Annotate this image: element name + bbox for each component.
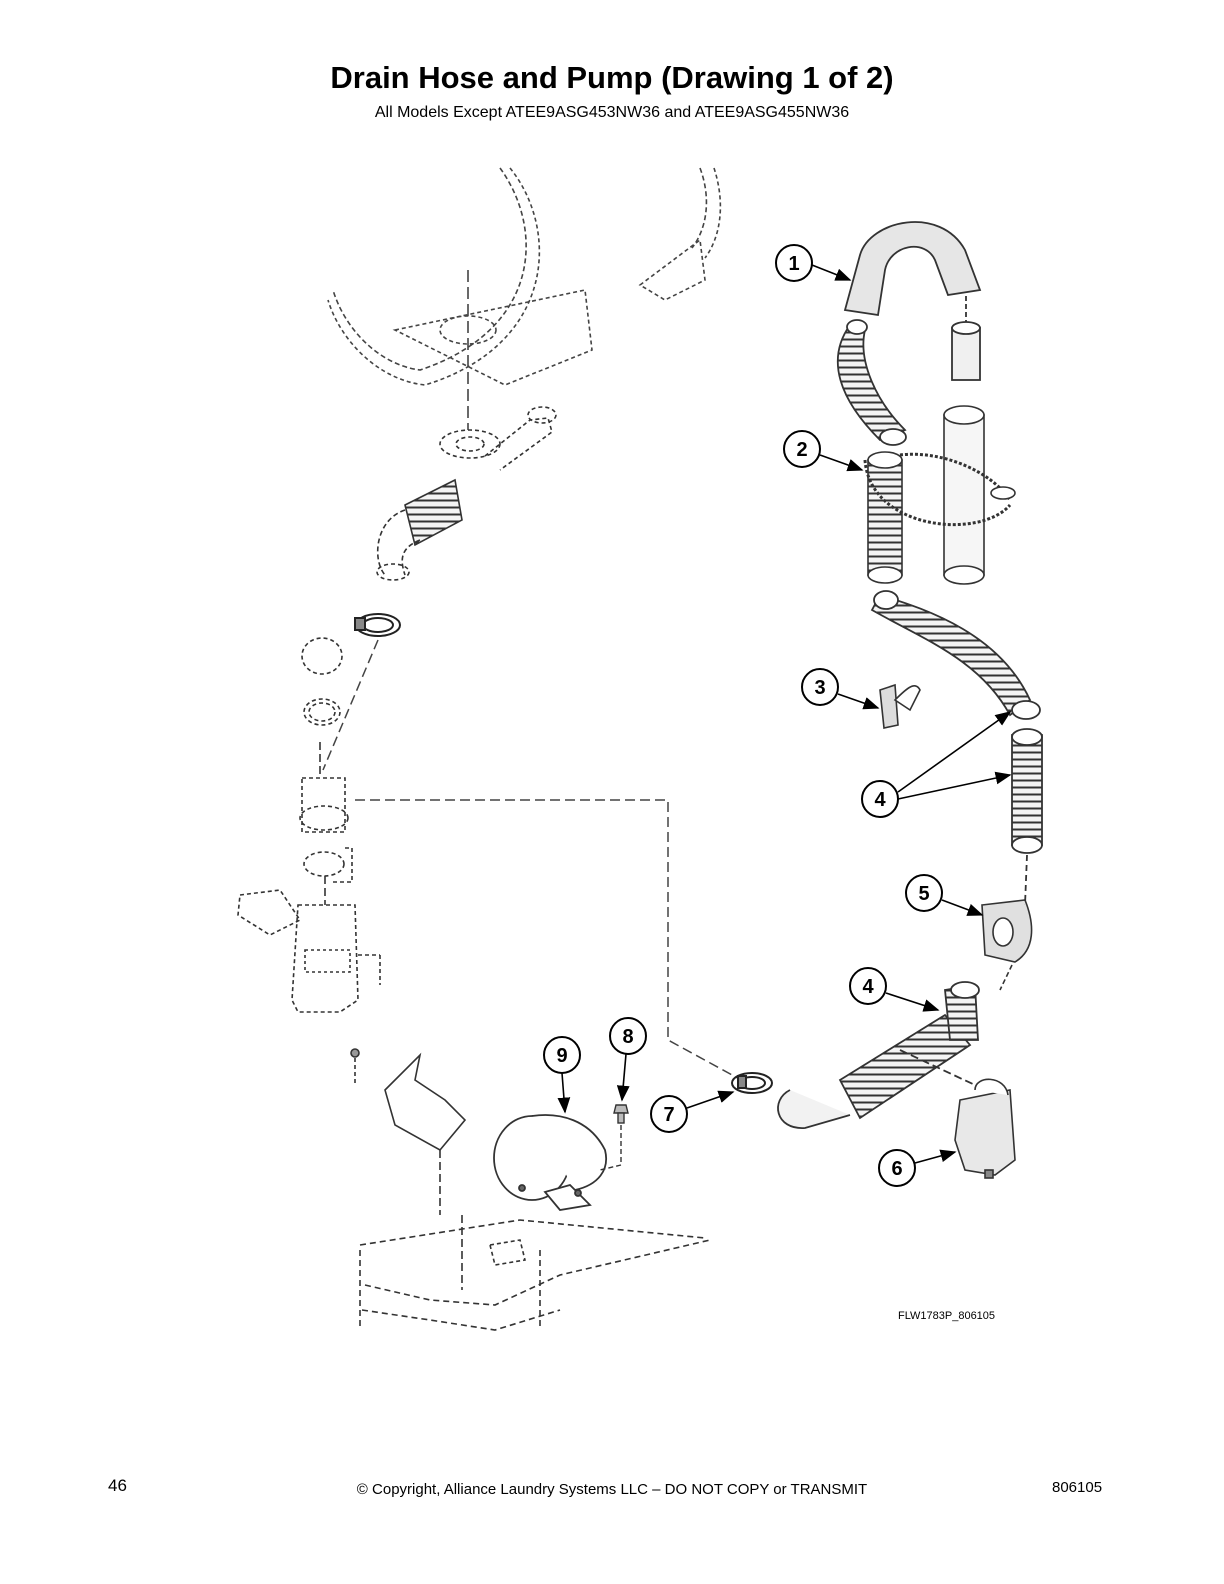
tie-strap [863,405,1016,585]
pump-strap [493,1114,607,1211]
pump-bracket [350,1048,467,1290]
hose-clamp-upper [354,613,401,637]
callout-1: 1 [775,244,852,282]
hose-clamp [731,1072,773,1094]
callout-4b: 4 [849,967,940,1012]
hose-hanger [836,221,982,446]
callout-2: 2 [783,430,864,472]
svg-text:3: 3 [814,677,825,699]
drain-hose-lower [777,981,980,1129]
drain-hose-upper [870,590,1043,906]
screw [599,1104,629,1171]
callout-7: 7 [650,1090,735,1133]
copyright-notice: © Copyright, Alliance Laundry Systems LL… [356,1481,868,1498]
svg-text:7: 7 [663,1104,674,1126]
drawing-code: FLW1783P_806105 [898,1310,996,1322]
svg-text:4: 4 [874,789,886,811]
standpipe-adapter [954,1078,1016,1179]
callout-6: 6 [878,1149,957,1187]
base-frame [359,1219,711,1331]
callout-9: 9 [543,1036,581,1114]
callout-4a: 4 [861,711,1012,818]
callout-5: 5 [905,874,984,916]
page-title: Drain Hose and Pump (Drawing 1 of 2) [330,60,894,95]
svg-text:1: 1 [788,253,799,275]
svg-text:9: 9 [556,1045,567,1067]
page-number: 46 [108,1476,127,1495]
escutcheon [981,899,1033,991]
svg-text:5: 5 [918,883,929,905]
hose-clip [879,683,921,729]
sump-hose [376,406,557,581]
document-number: 806105 [1052,1479,1103,1496]
tub-outline [327,167,722,430]
callout-8: 8 [609,1017,647,1102]
pump-assembly [237,637,381,1013]
svg-text:8: 8 [622,1026,633,1048]
svg-text:4: 4 [862,976,874,998]
callout-3: 3 [801,668,880,710]
svg-text:6: 6 [891,1158,902,1180]
page-subtitle: All Models Except ATEE9ASG453NW36 and AT… [374,104,850,121]
pump-to-clamp-leader [355,799,746,1083]
svg-text:2: 2 [796,439,807,461]
